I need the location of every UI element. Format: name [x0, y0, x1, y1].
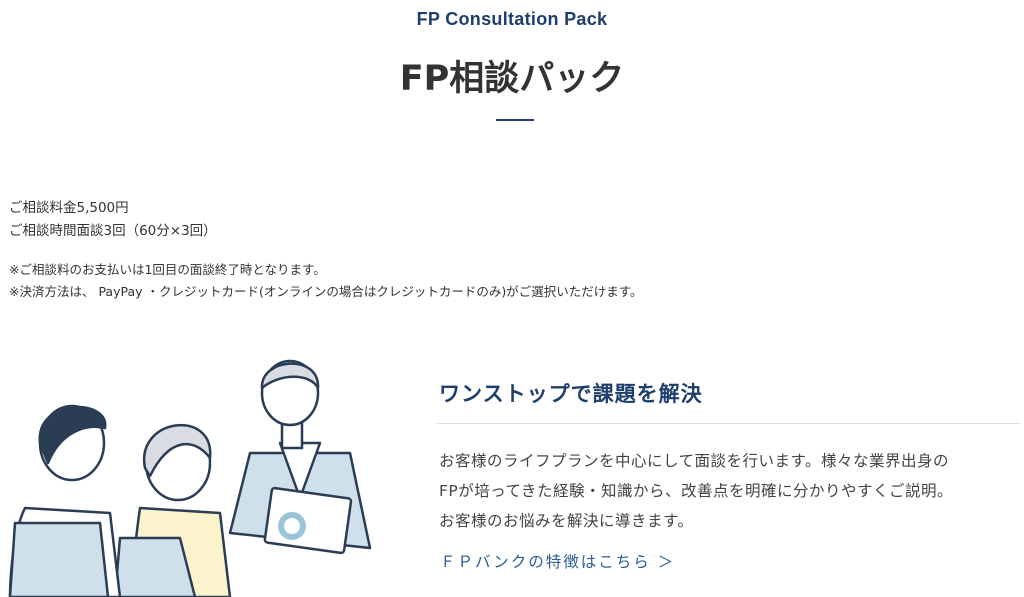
- features-link[interactable]: ＦＰバンクの特徴はこちら ＞: [440, 553, 676, 571]
- payment-method-note: ※決済方法は、 PayPay ・クレジットカード(オンラインの場合はクレジットカ…: [9, 284, 643, 299]
- page-title: FP相談パック: [399, 59, 625, 99]
- woman-chair: [113, 536, 197, 597]
- tablet: [263, 486, 353, 555]
- heading-divider: [437, 423, 1020, 424]
- title-underline: [496, 119, 534, 121]
- tablet-donut-chart: [278, 512, 306, 540]
- consultation-illustration: [8, 359, 372, 597]
- section-subtitle: FP Consultation Pack: [416, 9, 608, 29]
- consultation-fee: ご相談料金5,500円: [9, 200, 129, 216]
- consultation-time: ご相談時間面談3回（60分×3回）: [9, 223, 217, 239]
- feature-text-line: FPが培ってきた経験・知識から、改善点を明確に分かりやすくご説明。: [439, 482, 954, 500]
- feature-heading: ワンストップで課題を解決: [439, 382, 703, 406]
- feature-text-line: お客様のライフプランを中心にして面談を行います。様々な業界出身の: [439, 452, 949, 470]
- woman-hair: [142, 423, 212, 478]
- man-hair: [38, 405, 107, 465]
- feature-text-line: お客様のお悩みを解決に導きます。: [439, 512, 694, 530]
- advisor-hair: [260, 362, 320, 390]
- man-chair: [8, 521, 110, 597]
- payment-note: ※ご相談料のお支払いは1回目の面談終了時となります。: [9, 262, 326, 277]
